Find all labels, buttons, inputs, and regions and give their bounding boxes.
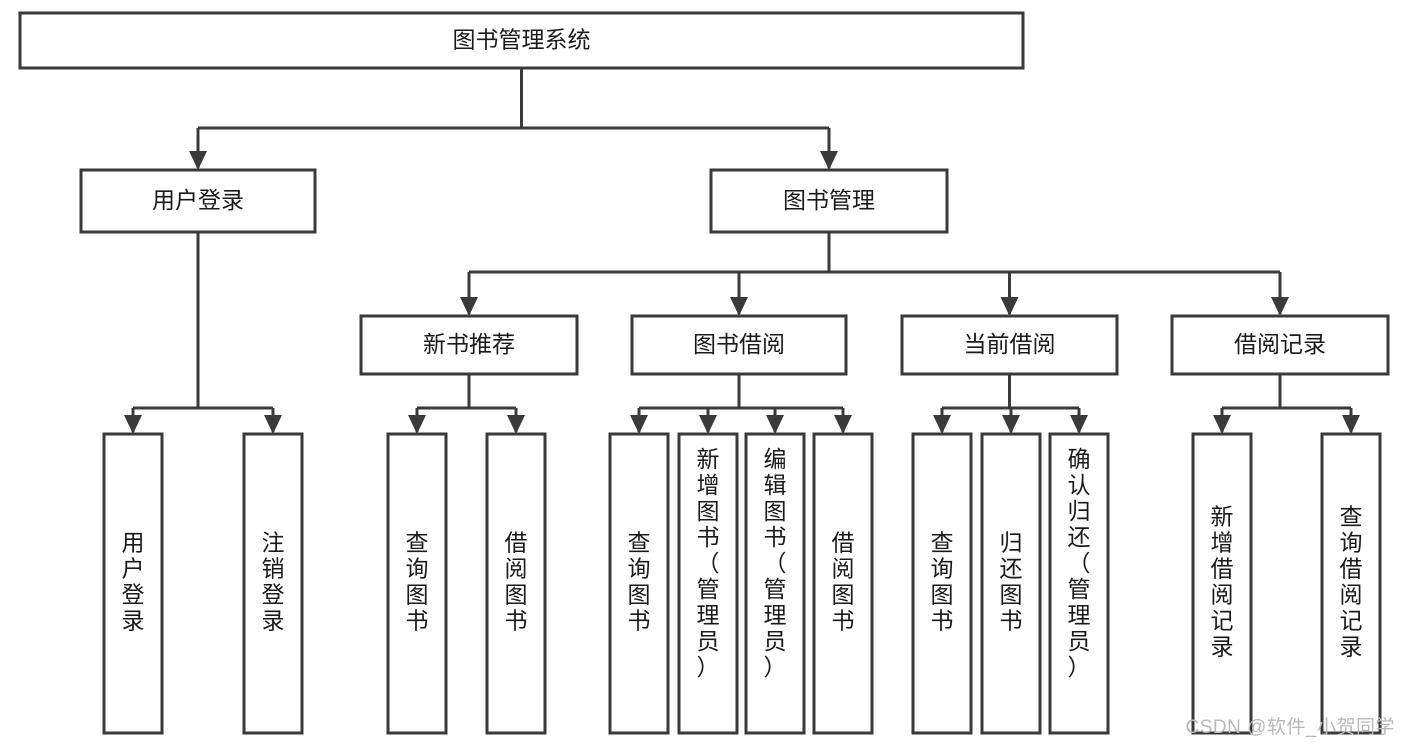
node-leaf-add-book-rect — [677, 432, 739, 735]
node-leaf-add-book-label: 新增图书（管理员） — [697, 446, 720, 680]
connector-arrowhead — [1070, 415, 1088, 434]
connector-arrowhead — [1271, 297, 1289, 316]
node-leaf-query-book-rec[interactable]: 查询图书 — [386, 432, 448, 735]
node-leaf-return-book-label: 归还图书 — [1000, 530, 1023, 634]
node-book-borrow-label: 图书借阅 — [693, 331, 785, 357]
node-leaf-query-book-rec-rect — [386, 432, 448, 735]
node-leaf-borrow-book-rec[interactable]: 借阅图书 — [485, 432, 547, 735]
node-leaf-user-logout[interactable]: 注销登录 — [242, 432, 304, 735]
connector-arrowhead — [507, 415, 525, 434]
node-leaf-query-book-cb-rect — [911, 432, 973, 735]
connector-arrowhead — [124, 415, 142, 434]
node-user-login[interactable]: 用户登录 — [79, 168, 317, 234]
node-root-system[interactable]: 图书管理系统 — [18, 11, 1025, 70]
node-leaf-borrow-book-bb-label: 借阅图书 — [832, 530, 855, 634]
connector-arrowhead — [408, 415, 426, 434]
node-borrow-record-label: 借阅记录 — [1234, 331, 1326, 357]
node-leaf-add-record-rect — [1191, 432, 1253, 735]
node-leaf-borrow-book-bb[interactable]: 借阅图书 — [812, 432, 874, 735]
node-leaf-query-book-cb-label: 查询图书 — [931, 530, 954, 634]
connector-arrowhead — [264, 415, 282, 434]
node-current-borrow[interactable]: 当前借阅 — [900, 314, 1119, 376]
node-root-system-label: 图书管理系统 — [453, 27, 591, 53]
node-leaf-confirm-return-label: 确认归还（管理员） — [1068, 446, 1091, 680]
node-leaf-user-logout-rect — [242, 432, 304, 735]
node-borrow-record-rect — [1170, 314, 1390, 376]
node-new-book-rec[interactable]: 新书推荐 — [359, 314, 579, 376]
connector-arrowhead — [820, 151, 838, 170]
node-leaf-confirm-return-rect — [1048, 432, 1110, 735]
connector-arrowhead — [1213, 415, 1231, 434]
node-leaf-query-record[interactable]: 查询借阅记录 — [1320, 432, 1382, 735]
connector-arrowhead — [1002, 415, 1020, 434]
node-leaf-add-record[interactable]: 新增借阅记录 — [1191, 432, 1253, 735]
node-root-system-rect — [18, 11, 1025, 70]
node-leaf-query-book-bb-label: 查询图书 — [628, 530, 651, 634]
connector-arrowhead — [730, 297, 748, 316]
node-leaf-return-book[interactable]: 归还图书 — [980, 432, 1042, 735]
connector-arrowhead — [834, 415, 852, 434]
connector-arrowhead — [460, 297, 478, 316]
connector-arrowhead — [189, 151, 207, 170]
node-new-book-rec-rect — [359, 314, 579, 376]
node-leaf-query-book-bb[interactable]: 查询图书 — [608, 432, 670, 735]
node-leaf-query-book-cb[interactable]: 查询图书 — [911, 432, 973, 735]
node-leaf-edit-book-rect — [744, 432, 806, 735]
connectors-layer — [124, 68, 1360, 434]
connector-arrowhead — [1000, 297, 1019, 316]
node-leaf-return-book-rect — [980, 432, 1042, 735]
connector-arrowhead — [933, 415, 951, 434]
connector-arrowhead — [1342, 415, 1360, 434]
node-leaf-user-logout-label: 注销登录 — [262, 530, 285, 634]
node-current-borrow-label: 当前借阅 — [964, 331, 1056, 357]
node-borrow-record[interactable]: 借阅记录 — [1170, 314, 1390, 376]
connector-arrowhead — [766, 415, 784, 434]
node-leaf-query-book-rec-label: 查询图书 — [406, 530, 429, 634]
node-book-manage[interactable]: 图书管理 — [709, 168, 949, 234]
connector-arrowhead — [630, 415, 648, 434]
node-leaf-user-login-label: 用户登录 — [122, 530, 145, 634]
node-leaf-query-record-rect — [1320, 432, 1382, 735]
node-leaf-borrow-book-rec-rect — [485, 432, 547, 735]
node-leaf-edit-book[interactable]: 编辑图书（管理员） — [744, 432, 806, 735]
node-leaf-query-book-bb-rect — [608, 432, 670, 735]
node-user-login-label: 用户登录 — [152, 187, 244, 213]
node-current-borrow-rect — [900, 314, 1119, 376]
node-book-borrow-rect — [630, 314, 848, 376]
node-book-borrow[interactable]: 图书借阅 — [630, 314, 848, 376]
node-leaf-add-record-label: 新增借阅记录 — [1211, 504, 1234, 660]
connector-arrowhead — [699, 415, 717, 434]
node-book-manage-rect — [709, 168, 949, 234]
node-leaf-user-login-rect — [102, 432, 164, 735]
node-leaf-borrow-book-bb-rect — [812, 432, 874, 735]
nodes-layer: 图书管理系统用户登录图书管理新书推荐图书借阅当前借阅借阅记录用户登录注销登录查询… — [18, 11, 1390, 735]
node-book-manage-label: 图书管理 — [783, 187, 875, 213]
node-leaf-confirm-return[interactable]: 确认归还（管理员） — [1048, 432, 1110, 735]
node-leaf-query-record-label: 查询借阅记录 — [1340, 504, 1363, 660]
node-leaf-user-login[interactable]: 用户登录 — [102, 432, 164, 735]
node-leaf-borrow-book-rec-label: 借阅图书 — [505, 530, 528, 634]
node-new-book-rec-label: 新书推荐 — [423, 331, 515, 357]
node-leaf-add-book[interactable]: 新增图书（管理员） — [677, 432, 739, 735]
node-user-login-rect — [79, 168, 317, 234]
node-leaf-edit-book-label: 编辑图书（管理员） — [764, 446, 787, 680]
